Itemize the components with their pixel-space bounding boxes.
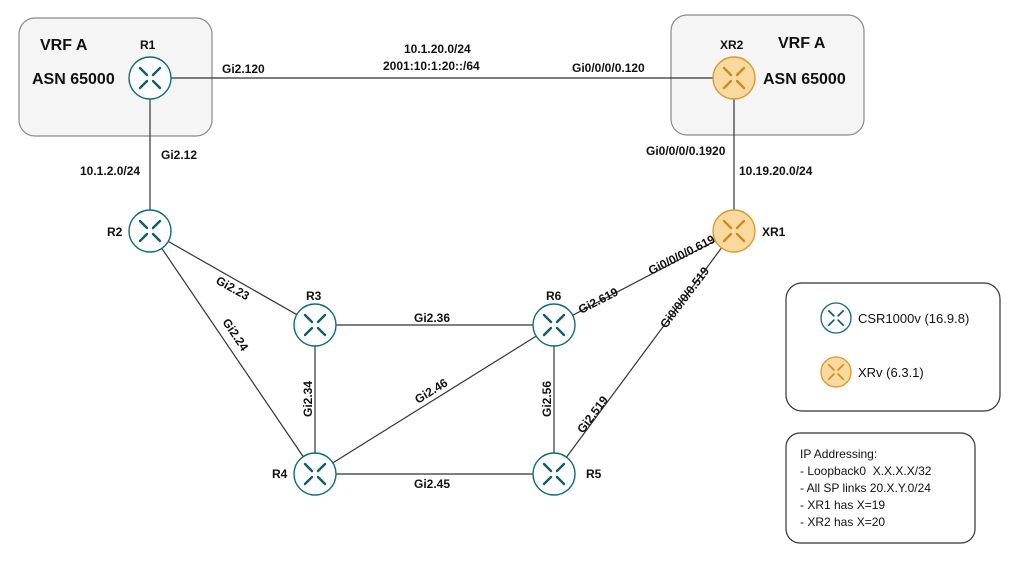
ip-addressing-box: IP Addressing: - Loopback0 X.X.X.X/32 - … xyxy=(785,432,976,544)
subnet-label: 10.1.20.0/24 xyxy=(404,42,471,56)
legend-csr-icon xyxy=(820,302,852,334)
vrf-name: VRF A xyxy=(778,35,826,52)
interface-label: Gi0/0/0/0.1920 xyxy=(646,144,726,158)
router-label: R2 xyxy=(107,225,123,239)
router-xr1[interactable] xyxy=(712,209,756,253)
asn-label: ASN 65000 xyxy=(763,71,846,88)
subnet-label: 2001:10:1:20::/64 xyxy=(383,59,480,73)
interface-label: Gi2.56 xyxy=(540,381,554,417)
links xyxy=(149,77,735,475)
router-label: R5 xyxy=(586,467,602,481)
interface-label: Gi2.45 xyxy=(414,477,450,491)
link-r2-r4 xyxy=(149,230,316,475)
router-label: R6 xyxy=(546,289,562,303)
interface-label: Gi2.519 xyxy=(574,393,611,436)
ip-box-line: - All SP links 20.X.Y.0/24 xyxy=(800,481,931,495)
ip-box-line: - Loopback0 X.X.X.X/32 xyxy=(800,464,932,478)
link-r2-r3 xyxy=(149,230,316,326)
router-xr2[interactable] xyxy=(712,56,756,100)
subnet-label: 10.1.2.0/24 xyxy=(80,164,140,178)
legend-csr-label: CSR1000v (16.9.8) xyxy=(858,311,969,326)
interface-label: Gi2.619 xyxy=(576,285,621,317)
vrf-box-right: VRF A ASN 65000 xyxy=(670,14,865,136)
routers: R1 R2 R3 R4 R5 R6 XR1 xyxy=(107,38,786,496)
link-r4-r6 xyxy=(314,324,555,475)
router-label: XR1 xyxy=(762,225,786,239)
subnet-label: 10.19.20.0/24 xyxy=(739,164,813,178)
interface-label: Gi2.12 xyxy=(161,148,197,162)
router-r6[interactable] xyxy=(532,303,576,347)
interface-label: Gi2.24 xyxy=(220,316,252,354)
router-label: R3 xyxy=(306,289,322,303)
vrf-name: VRF A xyxy=(40,37,88,54)
link-r5-xr1 xyxy=(553,230,735,475)
vrf-box-left: VRF A ASN 65000 xyxy=(18,17,213,137)
router-label: R1 xyxy=(140,38,156,52)
ip-box-title: IP Addressing: xyxy=(800,447,877,461)
ip-box-line: - XR2 has X=20 xyxy=(800,515,885,529)
interface-label: Gi2.34 xyxy=(301,381,315,417)
interface-label: Gi0/0/0/0.120 xyxy=(572,61,645,75)
router-r2[interactable] xyxy=(128,209,172,253)
interface-label: Gi2.36 xyxy=(414,311,450,325)
router-r4[interactable] xyxy=(293,452,337,496)
router-r5[interactable] xyxy=(532,452,576,496)
legend-xr-label: XRv (6.3.1) xyxy=(858,365,924,380)
router-r1[interactable] xyxy=(128,56,172,100)
router-label: R4 xyxy=(272,467,288,481)
link-r6-xr1 xyxy=(553,230,735,326)
asn-label: ASN 65000 xyxy=(32,71,115,88)
router-label: XR2 xyxy=(720,38,744,52)
ip-box-line: - XR1 has X=19 xyxy=(800,498,885,512)
router-r3[interactable] xyxy=(293,303,337,347)
legend-box: CSR1000v (16.9.8) XRv (6.3.1) xyxy=(785,282,1001,412)
interface-label: Gi2.120 xyxy=(222,62,265,76)
interface-label: Gi0/0/0/0.519 xyxy=(657,264,712,331)
legend-xr-icon xyxy=(820,356,852,388)
